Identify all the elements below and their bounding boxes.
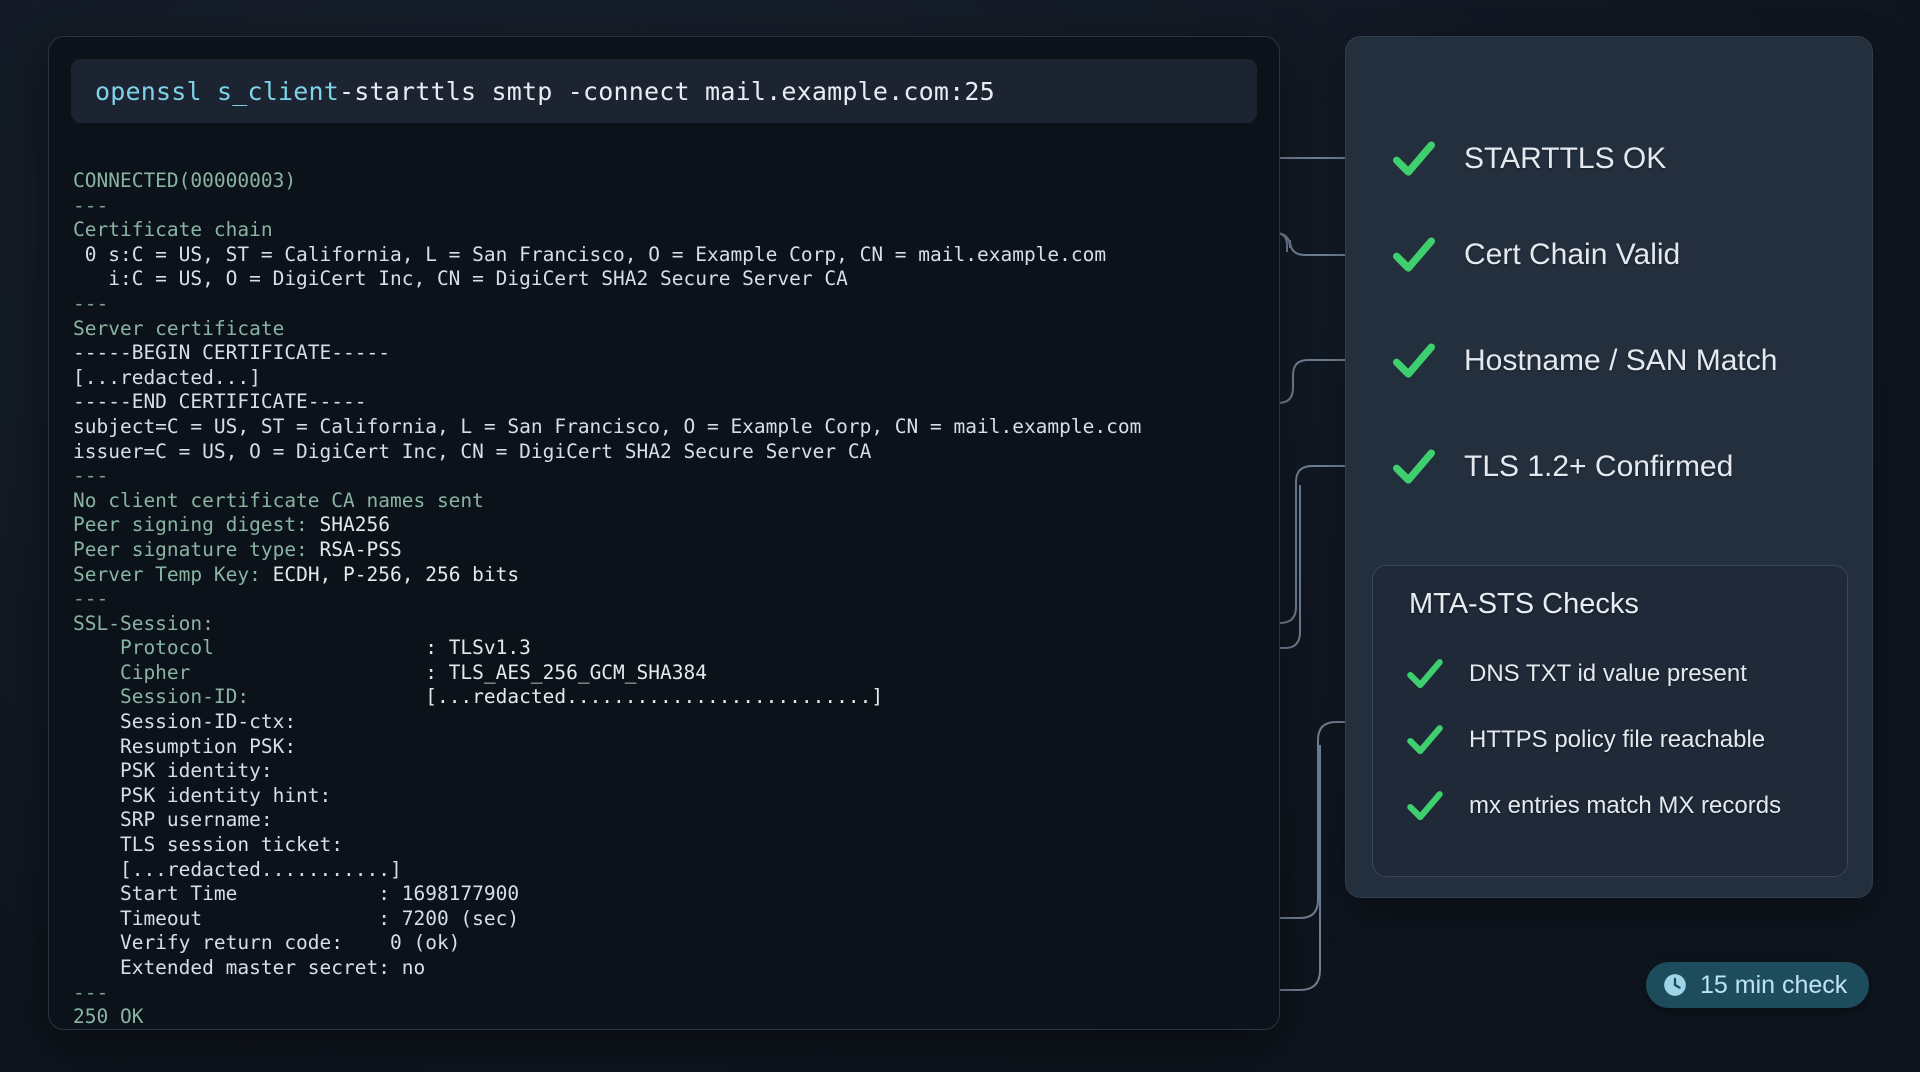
terminal-line: 0 s:C = US, ST = California, L = San Fra… xyxy=(73,242,1107,266)
mta-sts-check-item[interactable]: HTTPS policy file reachable xyxy=(1403,718,1765,762)
command-keyword: openssl s_client xyxy=(95,76,340,106)
terminal-line: Server certificate xyxy=(73,316,285,340)
terminal-line: --- xyxy=(73,464,109,488)
terminal-line-value: RSA-PSS xyxy=(319,537,402,561)
terminal-line-key: Protocol xyxy=(73,636,214,660)
check-item-label: Cert Chain Valid xyxy=(1464,238,1681,271)
terminal-line: issuer=C = US, O = DigiCert Inc, CN = Di… xyxy=(73,439,872,463)
clock-icon xyxy=(1664,974,1686,996)
mta-sts-check-label: DNS TXT id value present xyxy=(1469,660,1747,687)
terminal-line: No client certificate CA names sent xyxy=(73,488,484,512)
terminal-line: PSK identity hint: xyxy=(73,783,332,807)
mta-sts-check-label: HTTPS policy file reachable xyxy=(1469,726,1766,753)
terminal-line: subject=C = US, ST = California, L = San… xyxy=(73,414,1142,438)
check-item-label: TLS 1.2+ Confirmed xyxy=(1464,450,1734,483)
check-item[interactable]: Hostname / SAN Match xyxy=(1388,335,1777,387)
terminal-line: 250 OK xyxy=(73,1005,144,1029)
terminal-line: --- xyxy=(73,193,109,217)
terminal-line-value: [...redacted..........................] xyxy=(249,685,884,709)
check-item[interactable]: TLS 1.2+ Confirmed xyxy=(1388,441,1733,493)
terminal-line: i:C = US, O = DigiCert Inc, CN = DigiCer… xyxy=(73,267,848,291)
check-icon xyxy=(1407,659,1443,689)
terminal-line: Resumption PSK: xyxy=(73,734,297,758)
terminal-line: -----BEGIN CERTIFICATE----- xyxy=(73,341,390,365)
check-icon xyxy=(1392,343,1436,378)
terminal-line-key: Cipher xyxy=(73,660,191,684)
check-icon xyxy=(1407,725,1443,755)
terminal-line: -----END CERTIFICATE----- xyxy=(73,390,367,414)
badge-label: 15 min check xyxy=(1700,970,1848,999)
terminal-window: openssl s_client -starttls smtp -connect… xyxy=(48,36,1280,1030)
terminal-line: Session-ID: [...redacted................… xyxy=(73,685,1261,710)
terminal-line-key: Peer signing digest: xyxy=(73,513,320,537)
terminal-line-value: ECDH, P-256, 256 bits xyxy=(272,562,520,586)
terminal-line: Peer signing digest: SHA256 xyxy=(73,513,1261,538)
check-icon xyxy=(1392,237,1436,272)
terminal-line-key: Session-ID: xyxy=(73,685,250,709)
terminal-line-value: : TLS_AES_256_GCM_SHA384 xyxy=(190,660,707,684)
terminal-line: Protocol : TLSv1.3 xyxy=(73,636,1261,661)
mta-sts-check-item[interactable]: DNS TXT id value present xyxy=(1403,652,1747,696)
terminal-line: Start Time : 1698177900 xyxy=(73,882,520,906)
check-icon xyxy=(1407,791,1443,821)
check-item-label: STARTTLS OK xyxy=(1464,142,1667,175)
terminal-line: Session-ID-ctx: xyxy=(73,710,297,734)
check-icon xyxy=(1392,141,1436,176)
check-item-label: Hostname / SAN Match xyxy=(1464,344,1778,377)
terminal-line: --- xyxy=(73,587,109,611)
terminal-line: TLS session ticket: xyxy=(73,833,344,857)
terminal-line: [...redacted...] xyxy=(73,365,261,389)
refresh-interval-badge[interactable]: 15 min check xyxy=(1646,962,1870,1008)
terminal-line: PSK identity: xyxy=(73,759,273,783)
terminal-line-key: Server Temp Key: xyxy=(73,562,273,586)
check-item[interactable]: Cert Chain Valid xyxy=(1388,229,1680,281)
command-bar[interactable]: openssl s_client -starttls smtp -connect… xyxy=(71,59,1257,123)
terminal-line: Cipher : TLS_AES_256_GCM_SHA384 xyxy=(73,661,1261,686)
terminal-line: Peer signature type: RSA-PSS xyxy=(73,538,1261,563)
mta-sts-check-label: mx entries match MX records xyxy=(1469,792,1782,819)
mta-sts-check-item[interactable]: mx entries match MX records xyxy=(1403,784,1781,828)
terminal-line: Verify return code: 0 (ok) xyxy=(73,931,461,955)
check-item[interactable]: STARTTLS OK xyxy=(1388,133,1666,185)
terminal-line: SSL-Session: xyxy=(73,611,214,635)
terminal-line-key: Peer signature type: xyxy=(73,537,320,561)
terminal-output[interactable]: CONNECTED(00000003)---Certificate chain … xyxy=(73,169,1261,1029)
terminal-line: Server Temp Key: ECDH, P-256, 256 bits xyxy=(73,563,1261,588)
terminal-line: SRP username: xyxy=(73,808,273,832)
terminal-line: --- xyxy=(73,291,109,315)
terminal-line: --- xyxy=(73,980,109,1004)
terminal-line: Certificate chain xyxy=(73,218,273,242)
terminal-line: Timeout : 7200 (sec) xyxy=(73,906,520,930)
terminal-line: [...redacted...........] xyxy=(73,857,402,881)
terminal-line-value: SHA256 xyxy=(319,513,390,537)
terminal-line-value: : TLSv1.3 xyxy=(213,636,531,660)
terminal-line: Extended master secret: no xyxy=(73,956,426,979)
command-arguments: -starttls smtp -connect mail.example.com… xyxy=(339,76,995,106)
check-icon xyxy=(1392,449,1436,484)
mta-sts-title: MTA-STS Checks xyxy=(1409,588,1639,620)
terminal-line: CONNECTED(00000003) xyxy=(73,169,297,192)
